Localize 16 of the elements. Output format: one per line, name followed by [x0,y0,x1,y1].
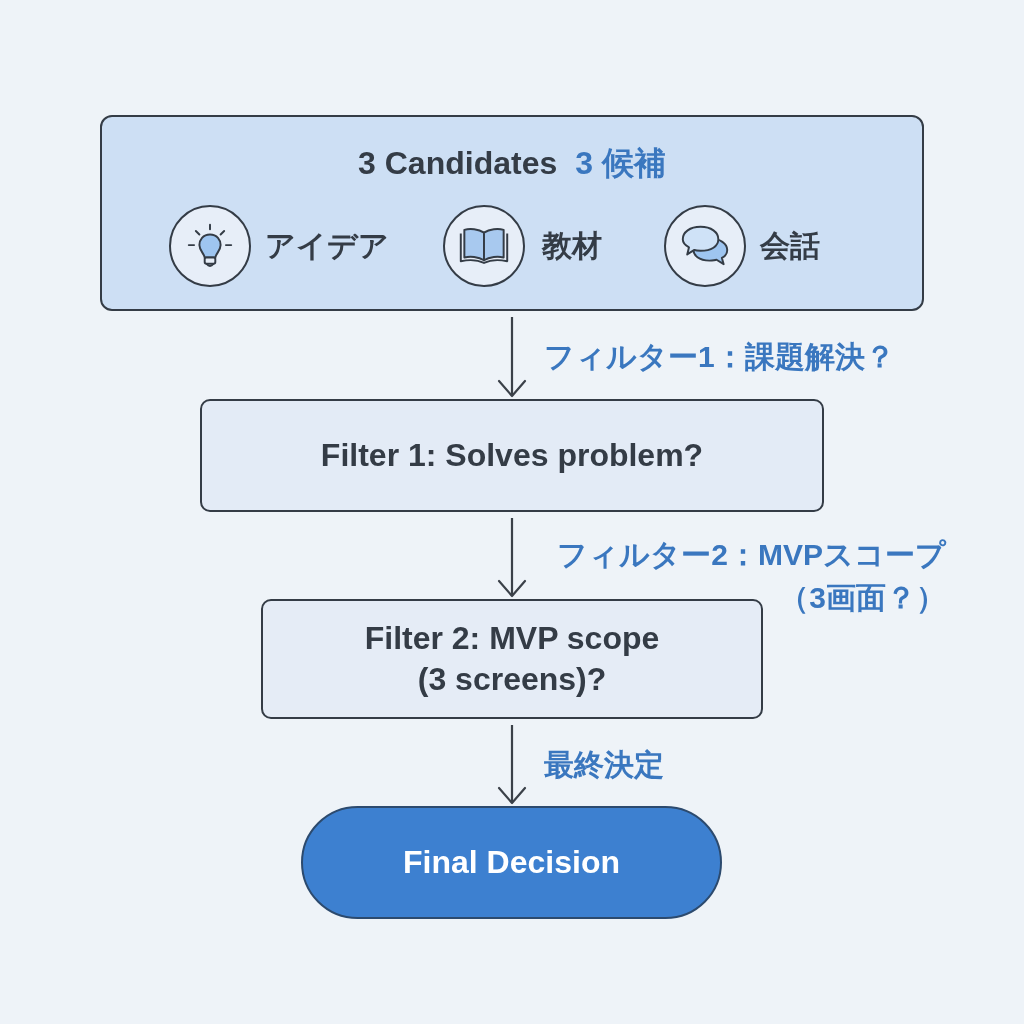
process-box [261,599,763,719]
process-box [200,399,824,512]
edge-label: 最終決定 [544,747,665,783]
step-label: Filter 1: Solves problem? [320,436,704,475]
step-label: Filter 2: MVP scope (3 screens)? [363,619,661,699]
arrow [497,317,527,398]
item-label: 会話 [760,228,820,264]
edge-label: フィルター2：MVPスコープ（3画面？） [556,537,946,616]
translated-heading: 3 候補 [575,144,666,183]
heading: 3 Candidates [358,144,558,183]
arrow [497,518,527,598]
group-box [100,115,924,311]
arrow [497,725,527,805]
item-label: 教材 [542,228,602,264]
item-label: アイデア [265,228,389,264]
step-label: Final Decision [403,843,620,882]
